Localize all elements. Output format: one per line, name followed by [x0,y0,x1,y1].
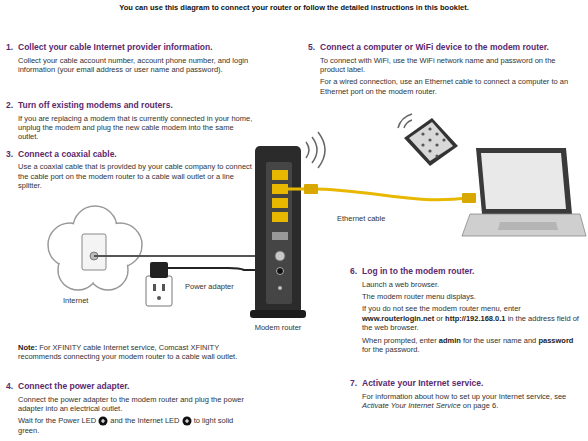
step-heading: Activate your Internet service. [362,378,582,389]
part-label: Modem router [254,323,303,332]
bold-text: admin [439,336,461,345]
wifi-signal [306,132,325,168]
coaxial-cable [94,255,276,257]
step-text: Use a coaxial cable that is provided by … [18,162,252,190]
part-label: Internet [62,296,89,305]
step-heading: Connect a coaxial cable. [18,149,256,160]
step-text: for the password. [362,345,420,354]
wifi-tablet [404,118,458,166]
step-heading: Connect the power adapter. [18,381,256,392]
step-text: for the user name and [463,336,536,345]
laptop [462,148,586,236]
step-block: 7. Activate your Internet service. For inf… [350,378,582,413]
step-text: Connect the power adapter to the modem r… [18,395,244,413]
modem-router [250,146,306,318]
part-label: Ethernet cable [336,214,386,223]
step-heading: Collect your cable Internet provider inf… [18,42,256,53]
step-heading: Connect a computer or WiFi device to the… [320,42,580,53]
led-icon [98,416,108,426]
cable-wall-outlet [82,234,106,270]
led-icon [182,416,192,426]
step-text: and the Internet LED [110,416,179,425]
step-block: 3. Connect a coaxial cable. Use a coaxial … [6,149,256,194]
step-text: on page 6. [463,401,498,410]
bold-text: password [538,336,573,345]
step-block: 5. Connect a computer or WiFi device to t… [308,42,580,99]
bold-text: http://192.168.0.1 [445,314,505,323]
step-number: 6. [350,266,357,276]
step-heading: Turn off existing modems and routers. [18,100,256,111]
power-outlet [146,276,172,306]
step-block: 6. Log in to the modem router. Launch a we… [350,266,582,357]
step-text: For information about how to set up your… [362,392,566,401]
step-text: To connect with WiFi, use the WiFi netwo… [320,56,556,74]
step-block: Note: For XFINITY cable Internet service… [6,343,246,365]
step-number: 1. [6,42,13,52]
step-text: or [436,314,443,323]
step-block: 4. Connect the power adapter. Connect the … [6,381,256,439]
step-text: If you do not see the modem router menu,… [362,304,521,313]
italic-text: Activate Your Internet Service [362,401,461,410]
step-text: Collect your cable account number, accou… [18,56,248,74]
step-number: 5. [308,42,315,52]
step-text: For a wired connection, use an Ethernet … [320,77,568,95]
step-number: 4. [6,381,13,391]
step-text: When prompted, enter [362,336,437,345]
step-text: Launch a web browser. [362,280,439,289]
step-number: 3. [6,149,13,159]
page-title: You can use this diagram to connect your… [0,3,588,12]
step-number: 2. [6,100,13,110]
internet-cloud [48,206,142,290]
step-number: 7. [350,378,357,388]
step-text: The modem router menu displays. [362,292,476,301]
ethernet-cable [288,184,476,203]
step-text: For XFINITY cable Internet service, Comc… [18,343,237,361]
step-text: Wait for the Power LED [18,416,96,425]
step-text: If you are replacing a modem that is cur… [18,114,252,142]
step-block: 2. Turn off existing modems and routers. I… [6,100,256,145]
step-block: 1. Collect your cable Internet provider i… [6,42,256,77]
step-heading: Log in to the modem router. [362,266,582,277]
wifi-signal [398,114,412,128]
bold-text: Note: [18,343,37,352]
part-label: Power adapter [184,282,235,291]
bold-text: www.routerlogin.net [362,314,434,323]
power-adapter [150,262,168,278]
